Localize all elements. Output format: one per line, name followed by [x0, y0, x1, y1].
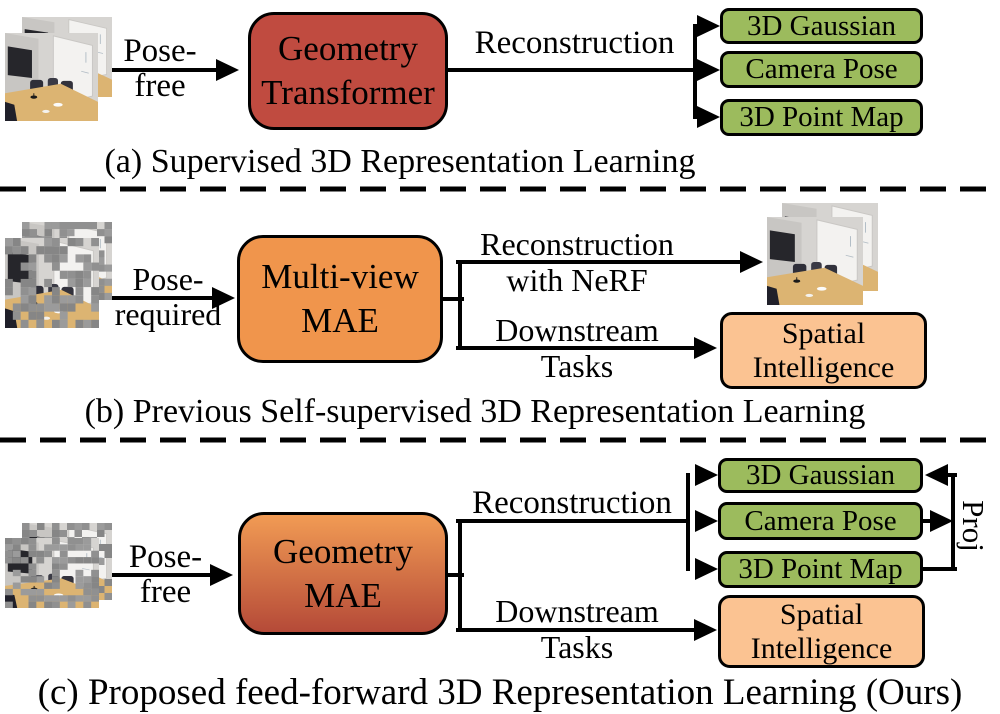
caption-a: (a) Supervised 3D Representation Learnin… [104, 143, 696, 180]
spatial-intelligence-box-c: Spatial Intelligence [718, 595, 925, 668]
output-box-3d-point-map-a: 3D Point Map [720, 99, 923, 136]
room-scene [5, 238, 99, 328]
branch-split-b [441, 260, 464, 350]
room-scene [767, 217, 863, 305]
pose-free-label-c: Pose- free [118, 540, 213, 610]
pose-required-label-b: Pose- required [110, 262, 226, 332]
branch-label-line1: Downstream [495, 593, 659, 629]
branch-label-line1: Reconstruction [480, 226, 674, 262]
output-box-camera-pose-a: Camera Pose [720, 51, 923, 88]
model-label-line1: Geometry [273, 531, 413, 571]
branch-label-line2: with NeRF [506, 262, 648, 298]
room-scene [5, 33, 98, 121]
pose-label-line1: Pose- [132, 261, 204, 297]
downstream-tasks-label-b: Downstream Tasks [462, 312, 692, 384]
caption-c: (c) Proposed feed-forward 3D Representat… [37, 672, 963, 713]
pose-label-line2: free [134, 68, 186, 104]
model-label-line2: MAE [301, 301, 379, 340]
pose-label-line1: Pose- [128, 539, 203, 575]
reconstructed-scene-photo-front [767, 217, 863, 305]
geometry-transformer-box: Geometry Transformer [248, 12, 448, 130]
proj-feedback-loop [921, 464, 957, 571]
pose-label-line2: required [114, 296, 222, 332]
proj-label: Proj [956, 500, 991, 552]
output-label: 3D Gaussian [746, 9, 896, 42]
reconstruction-label-c: Reconstruction [452, 486, 692, 521]
model-label-line2: Transformer [261, 73, 435, 112]
spatial-label-line2: Intelligence [752, 350, 895, 384]
branch-split-c [446, 519, 464, 632]
caption-b: (b) Previous Self-supervised 3D Represen… [84, 393, 866, 430]
output-box-3d-point-map-c: 3D Point Map [718, 551, 923, 588]
output-box-3d-gaussian-a: 3D Gaussian [720, 8, 923, 44]
pose-free-label-a: Pose- free [114, 34, 206, 104]
branch-label-line2: Tasks [540, 348, 614, 384]
scene-photo-front-a [5, 33, 98, 121]
multi-view-mae-box: Multi-view MAE [237, 235, 443, 363]
arrow-reconstruction-c [456, 464, 718, 580]
model-label-line1: Multi-view [261, 257, 419, 296]
masked-scene-photo-front-c [5, 538, 99, 608]
reconstruction-text: Reconstruction [472, 485, 672, 521]
room-scene [5, 538, 99, 608]
geometry-mae-box: Geometry MAE [238, 512, 448, 635]
model-label-line1: Geometry [278, 29, 418, 68]
pose-label-line2: free [139, 574, 192, 610]
branch-label-line2: Tasks [540, 629, 614, 665]
output-label: Camera Pose [744, 504, 897, 537]
masked-scene-photo-front-b [5, 238, 99, 328]
spatial-label-line2: Intelligence [750, 631, 893, 665]
reconstruction-text: Reconstruction [474, 25, 675, 61]
spatial-intelligence-box-b: Spatial Intelligence [720, 312, 927, 389]
output-box-3d-gaussian-c: 3D Gaussian [718, 458, 923, 493]
output-label: 3D Gaussian [745, 459, 895, 491]
output-box-camera-pose-c: Camera Pose [718, 502, 923, 540]
model-label-line2: MAE [304, 575, 382, 615]
spatial-label-line1: Spatial [781, 316, 866, 350]
downstream-tasks-label-c: Downstream Tasks [462, 593, 692, 665]
reconstruction-label-a: Reconstruction [452, 26, 697, 61]
output-label: Camera Pose [745, 53, 898, 85]
output-label: 3D Point Map [739, 101, 904, 133]
pose-label-line1: Pose- [123, 33, 197, 69]
reconstruction-nerf-label: Reconstruction with NeRF [462, 226, 692, 298]
spatial-label-line1: Spatial [779, 597, 864, 631]
branch-label-line1: Downstream [495, 312, 659, 348]
output-label: 3D Point Map [738, 553, 903, 585]
